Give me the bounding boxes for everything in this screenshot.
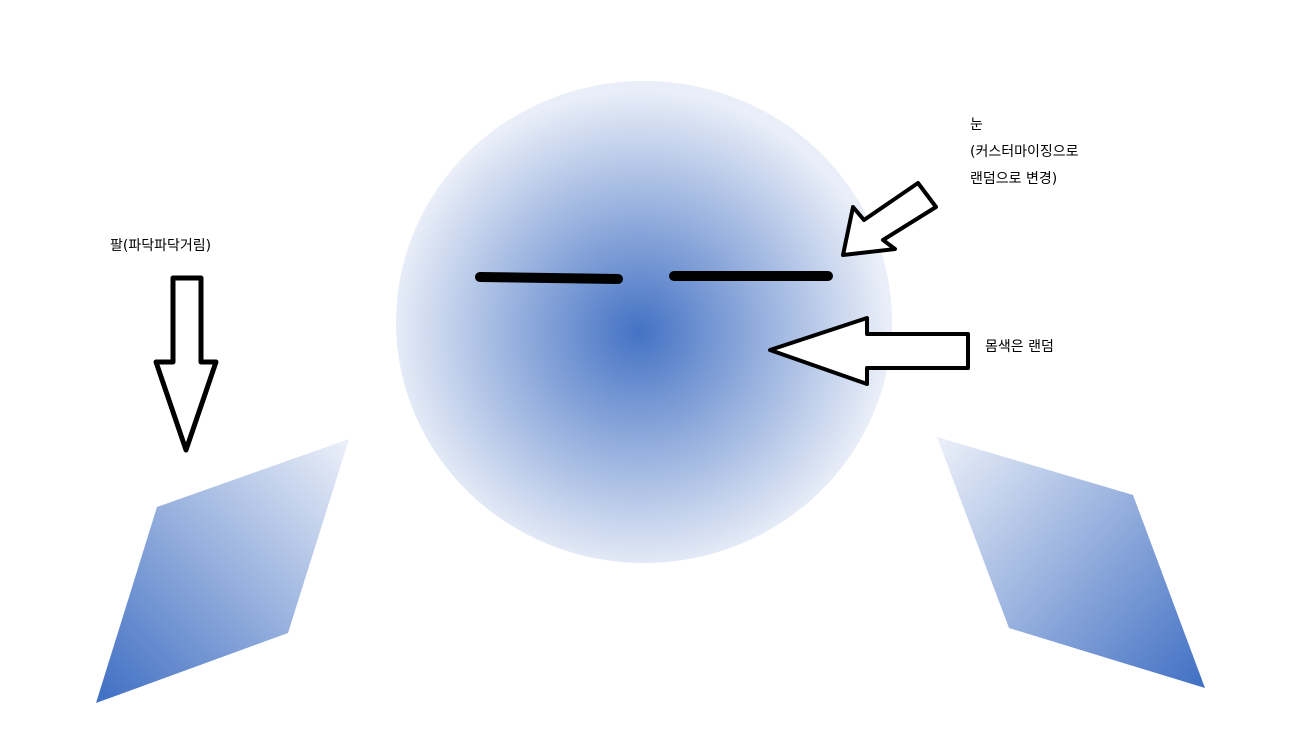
body-pointer-arrow (768, 316, 970, 386)
eye-annotation-line1: 눈 (970, 117, 983, 133)
eye-annotation-line2: (커스터마이징으로 (970, 144, 1079, 160)
eye-pointer-arrow (841, 181, 938, 257)
right-arm (937, 437, 1205, 688)
left-eye (475, 272, 623, 284)
body-color-annotation: 몸색은 랜덤 (985, 339, 1054, 355)
arm-pointer-arrow (153, 275, 219, 453)
eye-annotation-line3: 랜덤으로 변경) (970, 171, 1058, 187)
left-arm (96, 439, 349, 703)
eye-annotation: 눈 (커스터마이징으로 랜덤으로 변경) (970, 112, 1079, 193)
arm-annotation: 팔(파닥파닥거림) (110, 238, 212, 254)
body-circle (396, 81, 892, 563)
